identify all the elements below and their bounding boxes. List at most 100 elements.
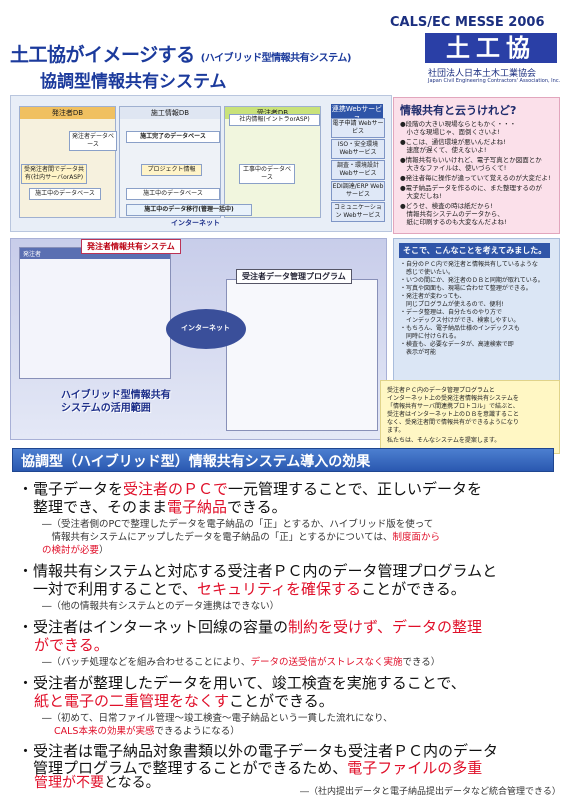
idea-line: ・もちろん、電子納品仕様のインデックスも bbox=[400, 325, 520, 332]
event-name: CALS/EC MESSE 2006 bbox=[390, 15, 545, 30]
effect-3-note: ―（バッチ処理などを組み合わせることにより、データの送受信がストレスなく実施でき… bbox=[42, 656, 440, 669]
effect-3-line1: ・受注者はインターネット回線の容量の制約を受けず、データの整理 bbox=[18, 618, 482, 636]
node-orderer-asp: 受発注者間でデータ共有(社内サーバorASP) bbox=[21, 164, 87, 184]
web-service-e-application: 電子申請 Webサービス bbox=[331, 118, 385, 138]
text: ・受注者はインターネット回線の容量の bbox=[18, 618, 289, 636]
node-working-db: 施工中のデータベース bbox=[126, 188, 220, 200]
page-title: 土工協がイメージする (ハイブリッド型情報共有システム) bbox=[10, 40, 351, 67]
orderer-window: 発注者 bbox=[19, 247, 171, 379]
web-service-communication: コミュニケーション Webサービス bbox=[331, 202, 385, 222]
concept-line: インターネット上の受発注者情報共有システムを bbox=[387, 395, 519, 402]
share-issue-line: 大変だしね! bbox=[400, 192, 442, 200]
node-orderer-db: 発注者データベース bbox=[69, 131, 117, 151]
concept-line: なく、受発注者間で情報共有ができるようになり bbox=[387, 419, 519, 426]
effect-5-line1: ・受注者は電子納品対象書類以外の電子データも受注者ＰＣ内のデータ bbox=[18, 742, 499, 760]
concept-line: 私たちは、そんなシステムを提案します。 bbox=[387, 437, 501, 444]
effect-2-line2: 一対で利用することで、セキュリティを確保することができる。 bbox=[18, 580, 466, 598]
logo: 土工協 bbox=[425, 33, 557, 63]
share-issue-line: 紙に印刷するのも大変なんだよね! bbox=[400, 218, 507, 226]
concept-line: ます。 bbox=[387, 427, 405, 434]
effect-4-line2: 紙と電子の二重管理をなくすことができる。 bbox=[18, 692, 334, 710]
web-service-edi: EDI調達/ERP Webサービス bbox=[331, 181, 385, 201]
highlight: 受注者のＰＣで bbox=[123, 480, 229, 498]
idea-line: ・データ整理は、自分たちのやり方で bbox=[400, 309, 503, 316]
text: ・電子データを bbox=[18, 480, 124, 498]
text: となる。 bbox=[104, 775, 160, 791]
node-in-house: 社内情報(イントラorASP) bbox=[229, 114, 320, 126]
system-diagram: 発注者DB 施工情報DB 受注者DB 発注者データベース 受発注者間でデータ共有… bbox=[10, 95, 392, 232]
effects-header: 協調型（ハイブリッド型）情報共有システム導入の効果 bbox=[12, 448, 554, 472]
text: ことができる。 bbox=[361, 580, 466, 598]
effect-4-line1: ・受注者が整理したデータを用いて、竣工検査を実施することで、 bbox=[18, 674, 466, 692]
construction-db-label: 施工情報DB bbox=[120, 107, 220, 119]
share-issue-line: ●情報共有もいいけれど、電子写真とか図面とか bbox=[400, 156, 542, 164]
effect-2-line1: ・情報共有システムと対応する受注者ＰＣ内のデータ管理プログラムと bbox=[18, 562, 498, 580]
idea-line: ・いつの間にか、発注者のＤＢと同期が取れている。 bbox=[400, 277, 544, 284]
text: できるようになる） bbox=[154, 726, 240, 737]
text: ―（バッチ処理などを組み合わせることにより、 bbox=[42, 657, 251, 668]
text: 管理プログラムで整理することができるため、 bbox=[18, 759, 348, 777]
idea-box-title: そこで、こんなことを考えてみました。 bbox=[399, 243, 551, 258]
effect-1-note2: 情報共有システムにアップしたデータを電子納品の「正」とするかについては、制度面か… bbox=[42, 531, 440, 544]
hybrid-range-label: ハイブリッド型情報共有 システムの活用範囲 bbox=[61, 389, 171, 415]
text: ことができる。 bbox=[229, 692, 334, 710]
concept-line: 「情報共有サーバ間連携プロトコル」で結ぶと、 bbox=[387, 403, 519, 410]
share-issue-line: ●どうせ、検査の時は紙だから! bbox=[400, 202, 493, 210]
text: 一対で利用することで、 bbox=[18, 580, 197, 598]
effect-3-line2: ができる。 bbox=[18, 636, 109, 654]
node-data-migration: 施工中のデータ移行(管理一括中) bbox=[126, 204, 252, 216]
highlight: 紙と電子の二重管理をなくす bbox=[34, 692, 230, 710]
effect-2-note: ―（他の情報共有システムとのデータ連携はできない） bbox=[42, 601, 280, 612]
construction-db-column: 施工情報DB bbox=[119, 106, 221, 218]
title-paren: (ハイブリッド型情報共有システム) bbox=[200, 53, 352, 64]
illustration-internet-label: インターネット bbox=[181, 324, 230, 332]
association-name: 社団法人日本土木工業協会 bbox=[428, 69, 537, 79]
node-project-info: プロジェクト情報 bbox=[141, 164, 202, 176]
contractor-program-tab: 受注者データ管理プログラム bbox=[236, 269, 352, 284]
highlight: ができる。 bbox=[34, 636, 109, 654]
idea-line: ・発注者が変わっても、 bbox=[400, 293, 466, 300]
hybrid-range-line2: システムの活用範囲 bbox=[61, 403, 151, 414]
share-issue-line: ●ここは、通信環境が悪いんだよね! bbox=[400, 138, 506, 146]
idea-line: ・検査も、必要なデータが、高速検索で即 bbox=[400, 341, 514, 348]
share-issue-line: ●電子納品データを作るのに、また整理するのが bbox=[400, 184, 542, 192]
highlight: 制約を受けず、データの整理 bbox=[288, 618, 482, 636]
effect-4-note1: ―（初めて、日常ファイル管理～竣工検査～電子納品という一貫した流れになり、 bbox=[42, 713, 393, 724]
hybrid-range-line1: ハイブリッド型情報共有 bbox=[61, 390, 171, 401]
effect-5-line2: 管理プログラムで整理することができるため、電子ファイルの多重 bbox=[18, 759, 482, 777]
text: 情報共有システムにアップしたデータを電子納品の「正」とするかについては、 bbox=[42, 532, 393, 543]
page-subtitle: 協調型情報共有システム bbox=[40, 72, 227, 92]
share-issue-line: 速度が遅くて、使えないよ! bbox=[400, 146, 487, 154]
association-name-en: Japan Civil Engineering Contractors' Ass… bbox=[428, 78, 561, 84]
effects-title: 協調型（ハイブリッド型）情報共有システム導入の効果 bbox=[21, 454, 371, 470]
share-issue-line: ●発注者毎に操作が違っていて覚えるのが大変だよ! bbox=[400, 174, 551, 182]
text: 一元管理することで、正しいデータを bbox=[228, 480, 482, 498]
internet-cloud bbox=[166, 309, 246, 349]
share-issue-line: ●段階の大きい現場ならともかく・・・ bbox=[400, 120, 517, 128]
share-issue-line: 情報共有システムのデータから、 bbox=[400, 210, 504, 218]
concept-line: 受注者ＰＣ内のデータ管理プログラムと bbox=[387, 387, 495, 394]
text: 整理でき、そのまま bbox=[18, 498, 167, 516]
share-issue-line: 大きなファイルは、使いづらくて! bbox=[400, 164, 507, 172]
highlight: の検討が必要 bbox=[42, 545, 100, 556]
text: できる。 bbox=[226, 498, 287, 516]
effect-5-line3: 管理が不要となる。 bbox=[18, 776, 160, 790]
node-orderer-working-db: 施工中のデータベース bbox=[29, 188, 101, 200]
web-service-survey: 調査・環境設計 Webサービス bbox=[331, 160, 385, 180]
hybrid-illustration: 発注者 発注者情報共有システム 受注者データ管理プログラム インターネット ハイ… bbox=[10, 238, 387, 440]
idea-line: 同時に付けられる。 bbox=[400, 333, 461, 340]
highlight: CALS本来の効果が実感 bbox=[54, 726, 155, 737]
title-main: 土工協がイメージする bbox=[10, 44, 195, 66]
orderer-db-label: 発注者DB bbox=[20, 107, 115, 119]
orderer-db-column: 発注者DB bbox=[19, 106, 116, 218]
idea-line: ・自分のＰＣ内で発注者と情報共有しているような bbox=[400, 261, 538, 268]
orderer-system-tab: 発注者情報共有システム bbox=[81, 239, 181, 254]
idea-line: 感じで使いたい。 bbox=[400, 269, 455, 276]
effect-1-line2: 整理でき、そのまま電子納品できる。 bbox=[18, 498, 287, 516]
concept-line: 受注者はインターネット上のＤＢを意識すること bbox=[387, 411, 520, 418]
highlight: 電子ファイルの多重 bbox=[347, 759, 483, 777]
highlight: 管理が不要 bbox=[34, 775, 104, 791]
text: ） bbox=[99, 545, 109, 556]
idea-line: 同じプログラムが使えるので、便利! bbox=[400, 301, 504, 308]
effect-4-note2: CALS本来の効果が実感できるようになる） bbox=[42, 725, 240, 738]
